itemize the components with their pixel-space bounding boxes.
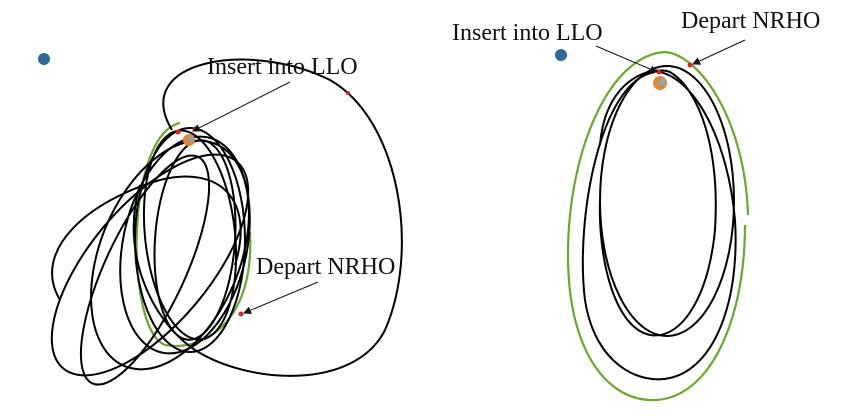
- right-depart-arrow: [692, 39, 746, 65]
- nrho-orbit-right: [566, 50, 750, 402]
- left-depart-arrow: [243, 281, 319, 314]
- moon-icon: [183, 134, 195, 146]
- llo-insert-marker-right: [656, 69, 662, 75]
- right-depart-label: Depart NRHO: [681, 8, 820, 34]
- left-insert-label: Insert into LLO: [207, 54, 358, 80]
- earth-icon-right: [555, 49, 567, 61]
- left-insert-arrow: [192, 81, 291, 132]
- transfer-trajectory: [50, 58, 403, 386]
- nrho-depart-marker: [238, 311, 244, 317]
- moon-icon-right: [653, 76, 667, 90]
- right-insert-label: Insert into LLO: [452, 20, 603, 46]
- transfer-trajectory-right: [581, 65, 737, 381]
- outer-loop-marker: [346, 91, 350, 95]
- right-insert-arrow: [595, 45, 658, 73]
- left-depart-label: Depart NRHO: [256, 254, 395, 280]
- right-panel: Insert into LLO Depart NRHO: [452, 8, 820, 402]
- nrho-depart-marker-right: [687, 62, 693, 68]
- earth-icon: [38, 53, 50, 65]
- left-panel: Insert into LLO Depart NRHO: [38, 53, 403, 386]
- llo-insert-marker: [175, 129, 181, 135]
